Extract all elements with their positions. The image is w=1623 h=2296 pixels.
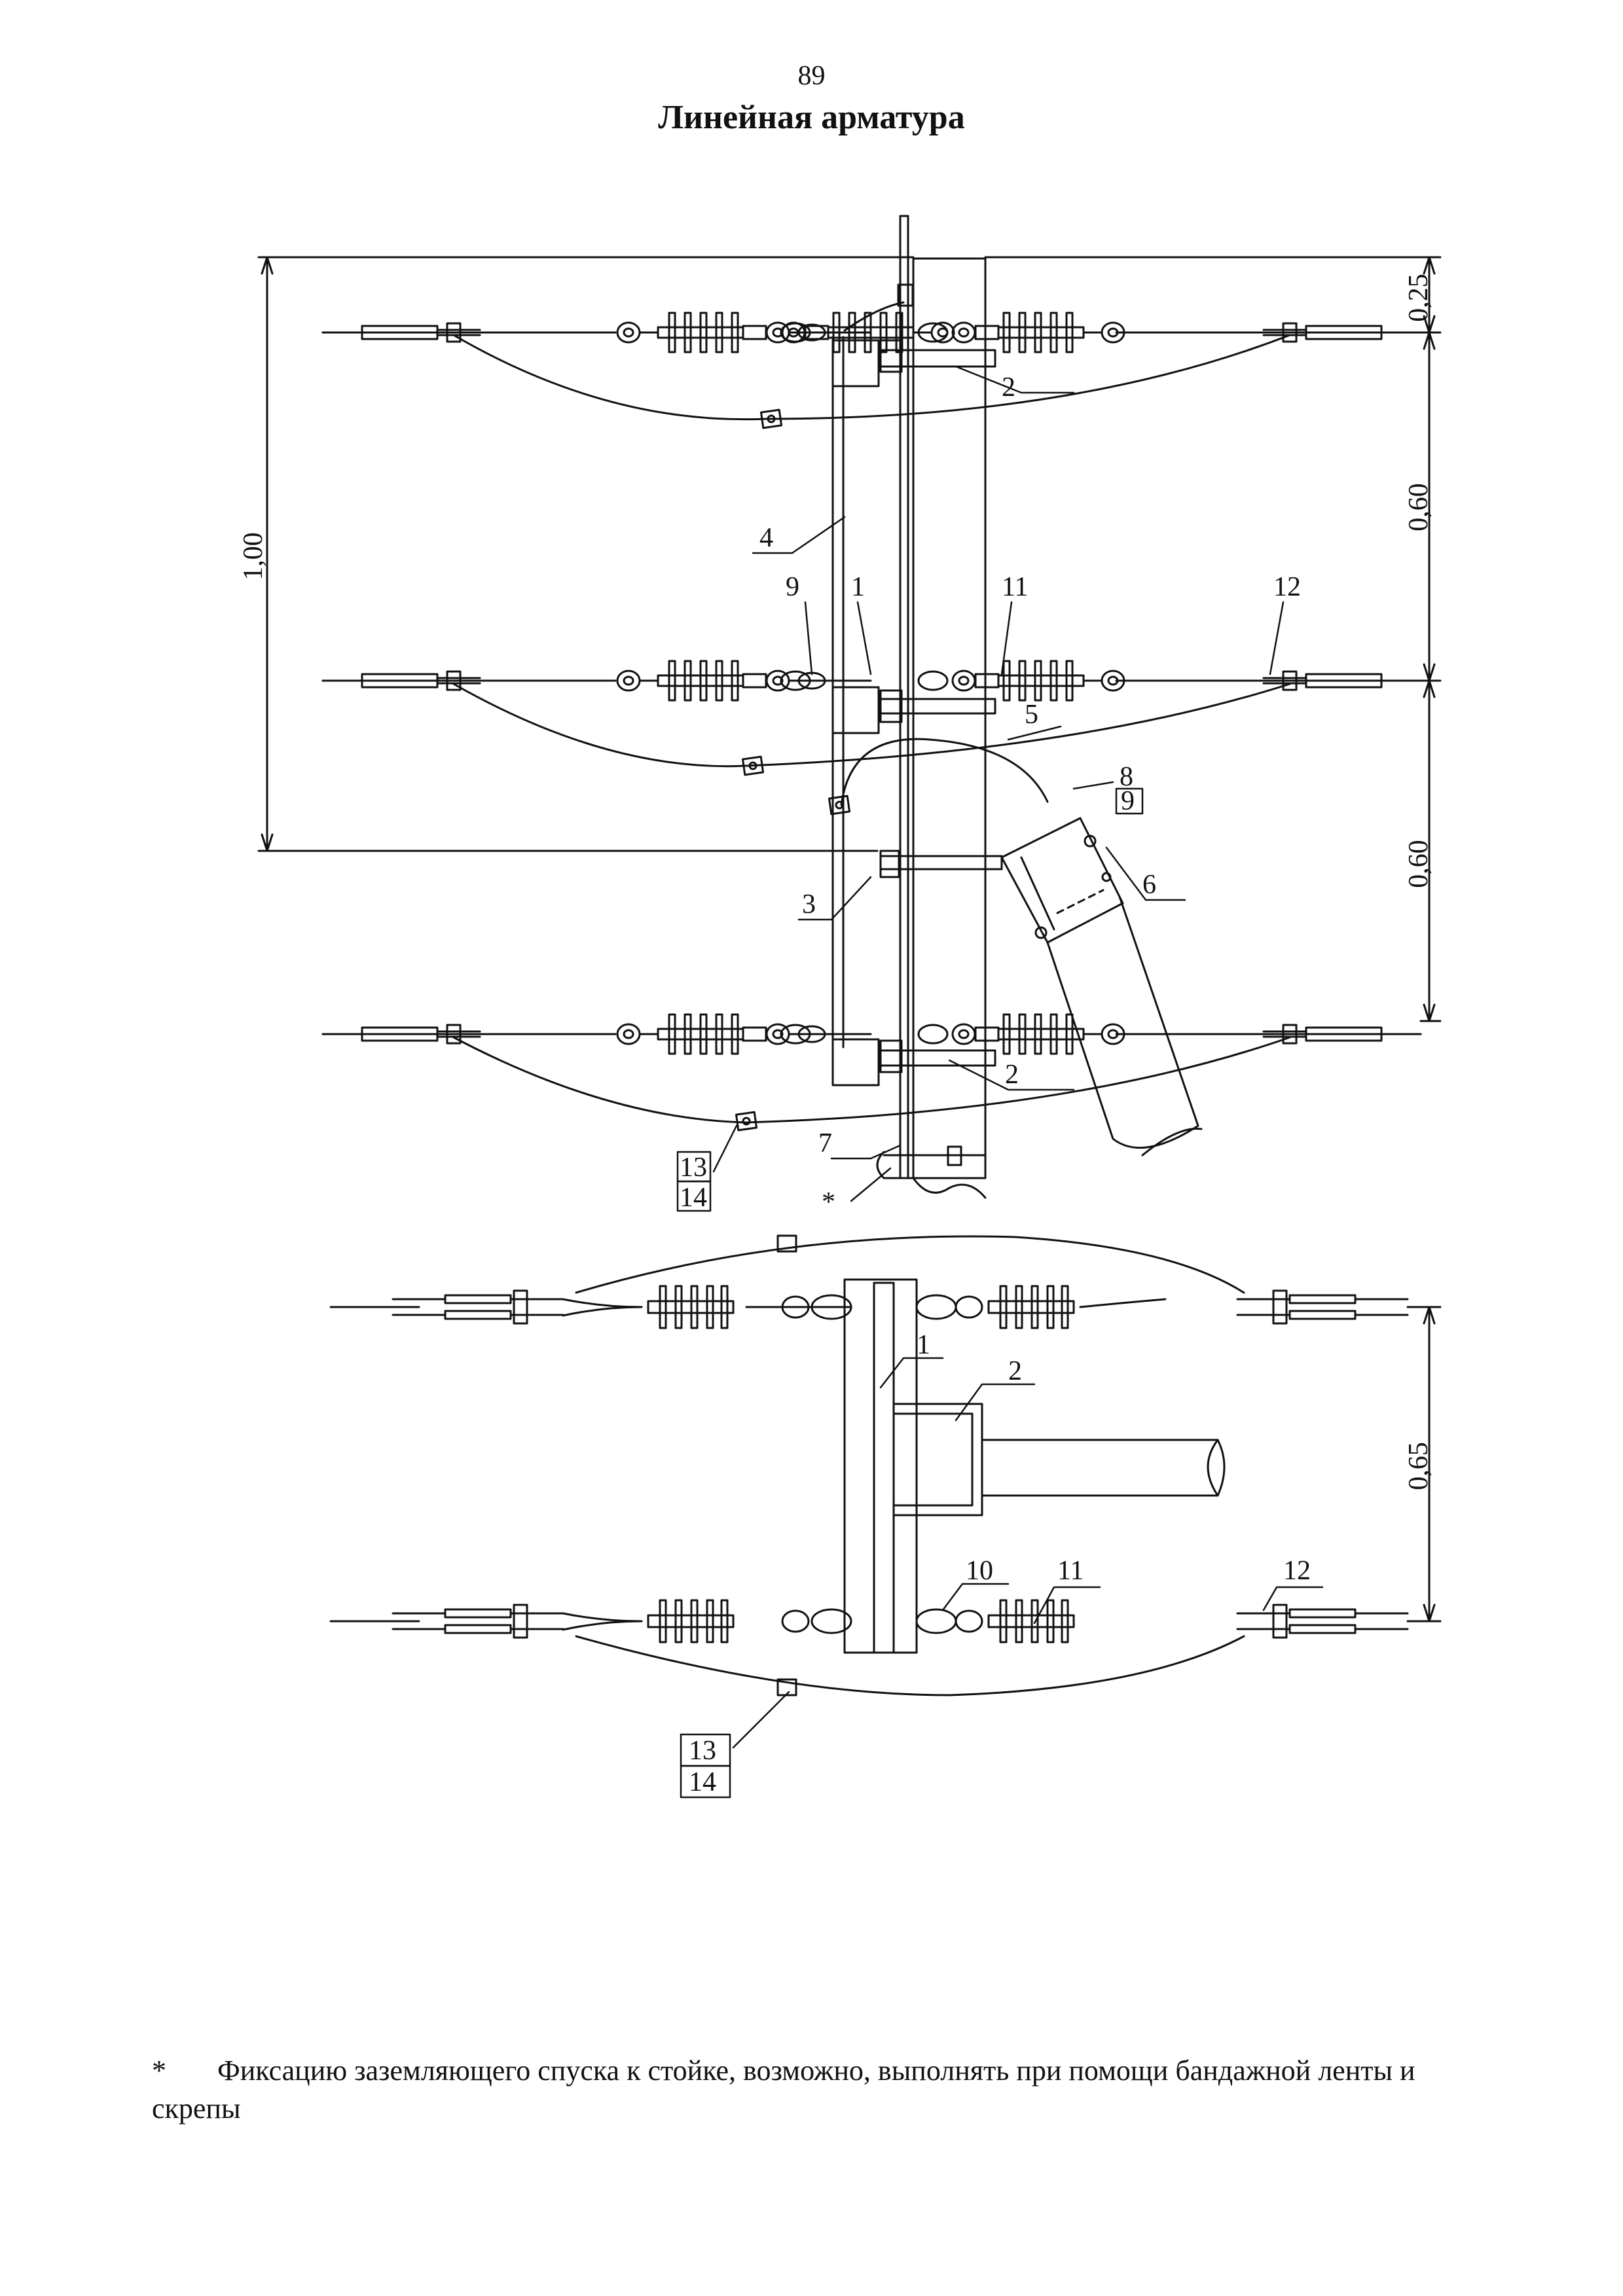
plan-strap bbox=[873, 1282, 895, 1654]
phase-wire-top bbox=[321, 312, 1422, 429]
elevation-view bbox=[257, 215, 1442, 1212]
plan-label-13: 13 bbox=[689, 1736, 716, 1766]
label-3: 3 bbox=[802, 889, 816, 920]
dim-mid-label: 0,60 bbox=[1404, 483, 1434, 531]
page-title: Линейная арматура bbox=[658, 99, 965, 136]
dim-plan-label: 0,65 bbox=[1404, 1442, 1434, 1490]
page-number: 89 bbox=[797, 61, 826, 91]
chain-links bbox=[780, 322, 949, 1045]
dim-low-label: 0,60 bbox=[1404, 840, 1434, 888]
dim-top-label: 0,25 bbox=[1404, 274, 1434, 322]
label-12: 12 bbox=[1273, 572, 1301, 602]
dimension-total bbox=[257, 256, 915, 852]
bracket-low bbox=[831, 1038, 996, 1086]
label-1: 1 bbox=[851, 572, 865, 602]
plan-label-2: 2 bbox=[1008, 1356, 1022, 1386]
plan-bracket bbox=[892, 1403, 1226, 1516]
dim-total-label: 1,00 bbox=[238, 532, 268, 581]
plan-label-14: 14 bbox=[689, 1767, 716, 1797]
label-9: 9 bbox=[786, 572, 799, 602]
label-8: 8 bbox=[1120, 762, 1133, 792]
label-11: 11 bbox=[1002, 572, 1028, 602]
footnote-text: Фиксацию заземляющего спуска к стойке, в… bbox=[152, 2054, 1415, 2125]
plan-phase-top bbox=[329, 1234, 1422, 1329]
plan-label-11: 11 bbox=[1057, 1556, 1084, 1586]
dimension-labels: 1,00 0,25 0,60 0,60 0,65 bbox=[238, 274, 1434, 1490]
plan-leader-lines bbox=[680, 1357, 1324, 1799]
insulators-right bbox=[951, 312, 1125, 1055]
pole bbox=[912, 257, 987, 1199]
plan-view bbox=[329, 1234, 1442, 1799]
label-4: 4 bbox=[759, 523, 773, 553]
leader-lines bbox=[676, 365, 1285, 1212]
label-6: 6 bbox=[1142, 870, 1156, 900]
plan-label-10: 10 bbox=[966, 1556, 993, 1586]
phase-wire-mid bbox=[321, 660, 1422, 776]
cable-pipe bbox=[1000, 817, 1203, 1157]
label-13: 13 bbox=[680, 1153, 707, 1183]
plan-dimension bbox=[1413, 1306, 1442, 1623]
label-9-box: 9 bbox=[1121, 786, 1135, 816]
jumper-wire bbox=[840, 738, 1049, 806]
label-14: 14 bbox=[680, 1183, 707, 1213]
label-star: * bbox=[822, 1187, 835, 1217]
bracket-pipe bbox=[879, 850, 1003, 878]
callout-labels: 2 4 9 1 11 12 5 8 9 6 3 2 7 13 14 * 1 2 … bbox=[680, 372, 1311, 1797]
footnote-mark: * bbox=[152, 2054, 166, 2087]
ground-clamp bbox=[876, 1145, 987, 1179]
plan-pole bbox=[843, 1278, 918, 1654]
plan-label-12: 12 bbox=[1283, 1556, 1311, 1586]
label-2-low: 2 bbox=[1005, 1060, 1019, 1090]
label-5: 5 bbox=[1025, 700, 1038, 730]
plan-phase-bottom bbox=[329, 1599, 1422, 1696]
footnote: *Фиксацию заземляющего спуска к стойке, … bbox=[152, 2052, 1481, 2128]
dimension-right bbox=[984, 256, 1442, 1022]
label-2-top: 2 bbox=[1002, 372, 1015, 403]
plan-label-1: 1 bbox=[917, 1330, 930, 1360]
bracket-mid bbox=[831, 686, 996, 734]
support-strip bbox=[831, 336, 845, 1049]
label-7: 7 bbox=[818, 1128, 832, 1158]
phase-wire-low bbox=[321, 1013, 1422, 1132]
